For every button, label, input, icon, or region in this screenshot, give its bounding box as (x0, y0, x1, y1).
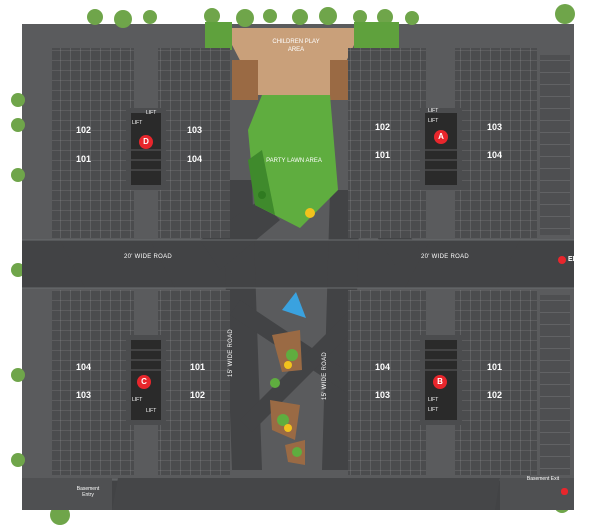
wing-c-unit-102: 102 (190, 390, 206, 400)
wing-a-unit-103: 103 (487, 122, 503, 132)
wing-b-marker: B (433, 375, 447, 389)
water-feature (282, 292, 306, 318)
basement-entry-ramp (22, 478, 112, 510)
wing-a-unit-101: 101 (375, 150, 391, 160)
wing-b-lift-1: LIFT (428, 397, 439, 403)
wing-b-unit-103: 103 (375, 390, 391, 400)
wing-d-unit-102: 102 (76, 125, 92, 135)
entry-label: ENTRY (568, 256, 592, 263)
road-label-15-right: 15' WIDE ROAD (322, 351, 328, 400)
wing-b-unit-101: 101 (487, 362, 503, 372)
road-label-20-right: 20' WIDE ROAD (421, 254, 470, 260)
parking-right (540, 55, 570, 235)
building-wing-a (348, 48, 537, 238)
wing-a-lift-1: LIFT (428, 108, 439, 114)
building-wing-b (348, 290, 537, 475)
wing-b-unit-102: 102 (487, 390, 503, 400)
wing-d-marker: D (139, 135, 153, 149)
entry-marker-icon (558, 256, 566, 264)
wing-c-marker: C (137, 375, 151, 389)
basement-entry-label: Basement Entry (76, 486, 100, 498)
wing-d-lift-2: LIFT (146, 110, 157, 116)
wing-b-lift-2: LIFT (428, 407, 439, 413)
wing-c-unit-101: 101 (190, 362, 206, 372)
wing-d-lift-1: LIFT (132, 120, 143, 126)
children-play-area (232, 28, 354, 95)
wing-a-marker: A (434, 130, 448, 144)
wing-c-lift-1: LIFT (132, 397, 143, 403)
wing-a-unit-102: 102 (375, 122, 391, 132)
wing-d-unit-104: 104 (187, 154, 203, 164)
children-play-area-label: CHILDREN PLAY AREA (272, 39, 320, 53)
wing-d-unit-101: 101 (76, 154, 92, 164)
road-label-20-left: 20' WIDE ROAD (124, 254, 173, 260)
wing-c-unit-104: 104 (76, 362, 92, 372)
wing-a-unit-104: 104 (487, 150, 503, 160)
building-wing-d (52, 48, 230, 238)
party-lawn-label: PARTY LAWN AREA (266, 158, 322, 164)
basement-exit-label: Basement Exit (526, 476, 560, 482)
road-label-15-left: 15' WIDE ROAD (228, 328, 234, 377)
wing-b-unit-104: 104 (375, 362, 391, 372)
wing-d-unit-103: 103 (187, 125, 203, 135)
wing-c-unit-103: 103 (76, 390, 92, 400)
wing-a-lift-2: LIFT (428, 118, 439, 124)
garden-patches (270, 330, 305, 465)
parking-right-lower (540, 295, 570, 475)
basement-exit-marker-icon (561, 488, 568, 495)
wing-c-lift-2: LIFT (146, 408, 157, 414)
